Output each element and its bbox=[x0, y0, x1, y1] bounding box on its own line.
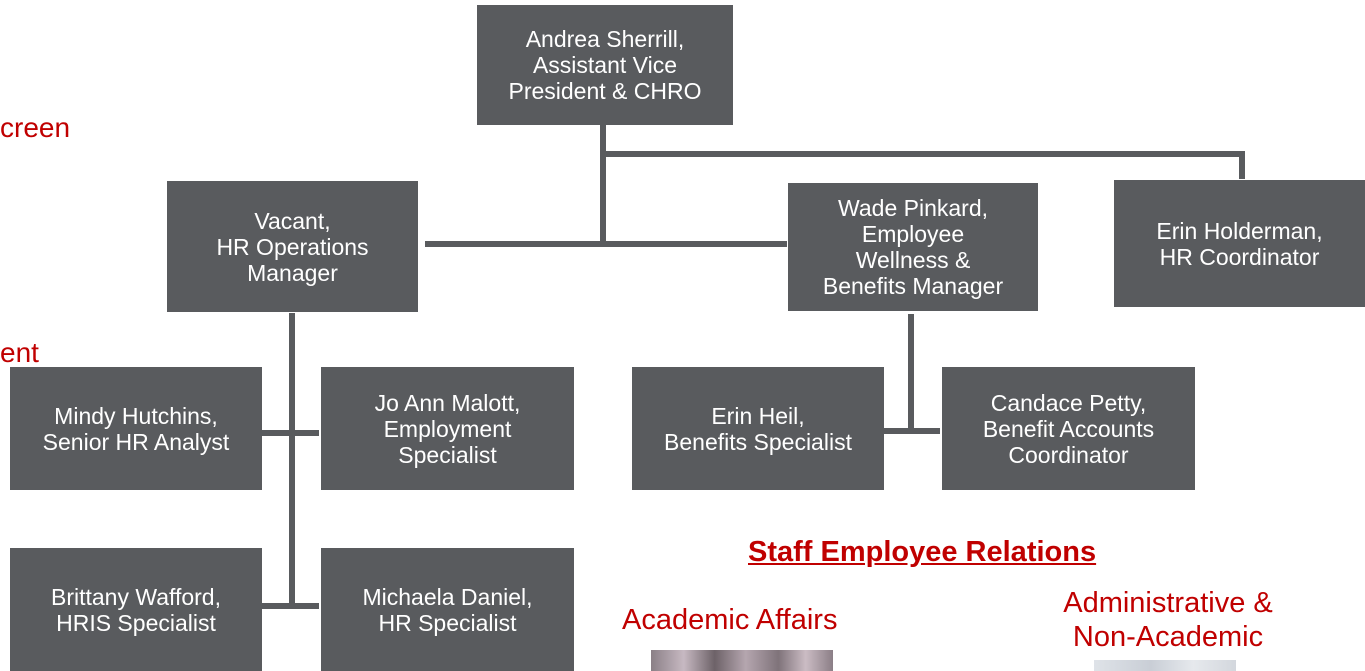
administrative-photo bbox=[1094, 660, 1236, 671]
org-box-wellness-benefits-manager-text: Wade Pinkard, Employee Wellness & Benefi… bbox=[822, 195, 1004, 299]
org-box-benefits-specialist: Erin Heil, Benefits Specialist bbox=[632, 367, 884, 490]
org-box-employment-specialist-text: Jo Ann Malott, Employment Specialist bbox=[374, 389, 521, 468]
cut-off-label-screen: creen bbox=[0, 112, 71, 143]
connector-ops-vertical bbox=[289, 313, 295, 608]
connector-wellness-vertical bbox=[908, 314, 914, 434]
org-box-avp-chro-text: Andrea Sherrill, Assistant Vice Presiden… bbox=[508, 26, 702, 104]
connector-ops-branch-1 bbox=[257, 430, 319, 436]
org-box-hr-specialist-text: Michaela Daniel, HR Specialist bbox=[362, 583, 533, 636]
administrative-non-academic-label: Administrative & Non-Academic bbox=[1063, 587, 1273, 653]
connector-coordinator-drop bbox=[1239, 151, 1245, 179]
org-box-hris-specialist: Brittany Wafford, HRIS Specialist bbox=[10, 548, 262, 671]
staff-employee-relations-heading: Staff Employee Relations bbox=[748, 536, 1097, 568]
academic-affairs-label: Academic Affairs bbox=[622, 604, 838, 636]
connector-wellness-branch bbox=[878, 428, 940, 434]
connector-ops-branch-2 bbox=[257, 603, 319, 609]
org-box-hr-coordinator: Erin Holderman, HR Coordinator bbox=[1114, 180, 1365, 307]
org-box-senior-hr-analyst-text: Mindy Hutchins, Senior HR Analyst bbox=[42, 402, 230, 455]
org-box-senior-hr-analyst: Mindy Hutchins, Senior HR Analyst bbox=[10, 367, 262, 490]
academic-affairs-photo bbox=[651, 650, 833, 671]
org-box-benefit-accounts-coordinator-text: Candace Petty, Benefit Accounts Coordina… bbox=[982, 389, 1155, 468]
org-box-employment-specialist: Jo Ann Malott, Employment Specialist bbox=[321, 367, 574, 490]
org-box-benefits-specialist-text: Erin Heil, Benefits Specialist bbox=[664, 402, 852, 455]
org-box-avp-chro: Andrea Sherrill, Assistant Vice Presiden… bbox=[477, 5, 733, 125]
org-box-wellness-benefits-manager: Wade Pinkard, Employee Wellness & Benefi… bbox=[788, 183, 1038, 311]
connector-managers-horizontal bbox=[425, 241, 787, 247]
org-box-benefit-accounts-coordinator: Candace Petty, Benefit Accounts Coordina… bbox=[942, 367, 1195, 490]
cut-off-label-ent: ent bbox=[0, 337, 39, 368]
org-box-hr-operations-manager: Vacant, HR Operations Manager bbox=[167, 181, 418, 312]
org-box-hris-specialist-text: Brittany Wafford, HRIS Specialist bbox=[50, 583, 221, 636]
org-box-hr-coordinator-text: Erin Holderman, HR Coordinator bbox=[1156, 217, 1323, 270]
org-box-hr-operations-manager-text: Vacant, HR Operations Manager bbox=[216, 207, 369, 286]
connector-top-horizontal bbox=[600, 151, 1245, 157]
org-box-hr-specialist: Michaela Daniel, HR Specialist bbox=[321, 548, 574, 671]
connector-top-vertical bbox=[600, 125, 606, 247]
